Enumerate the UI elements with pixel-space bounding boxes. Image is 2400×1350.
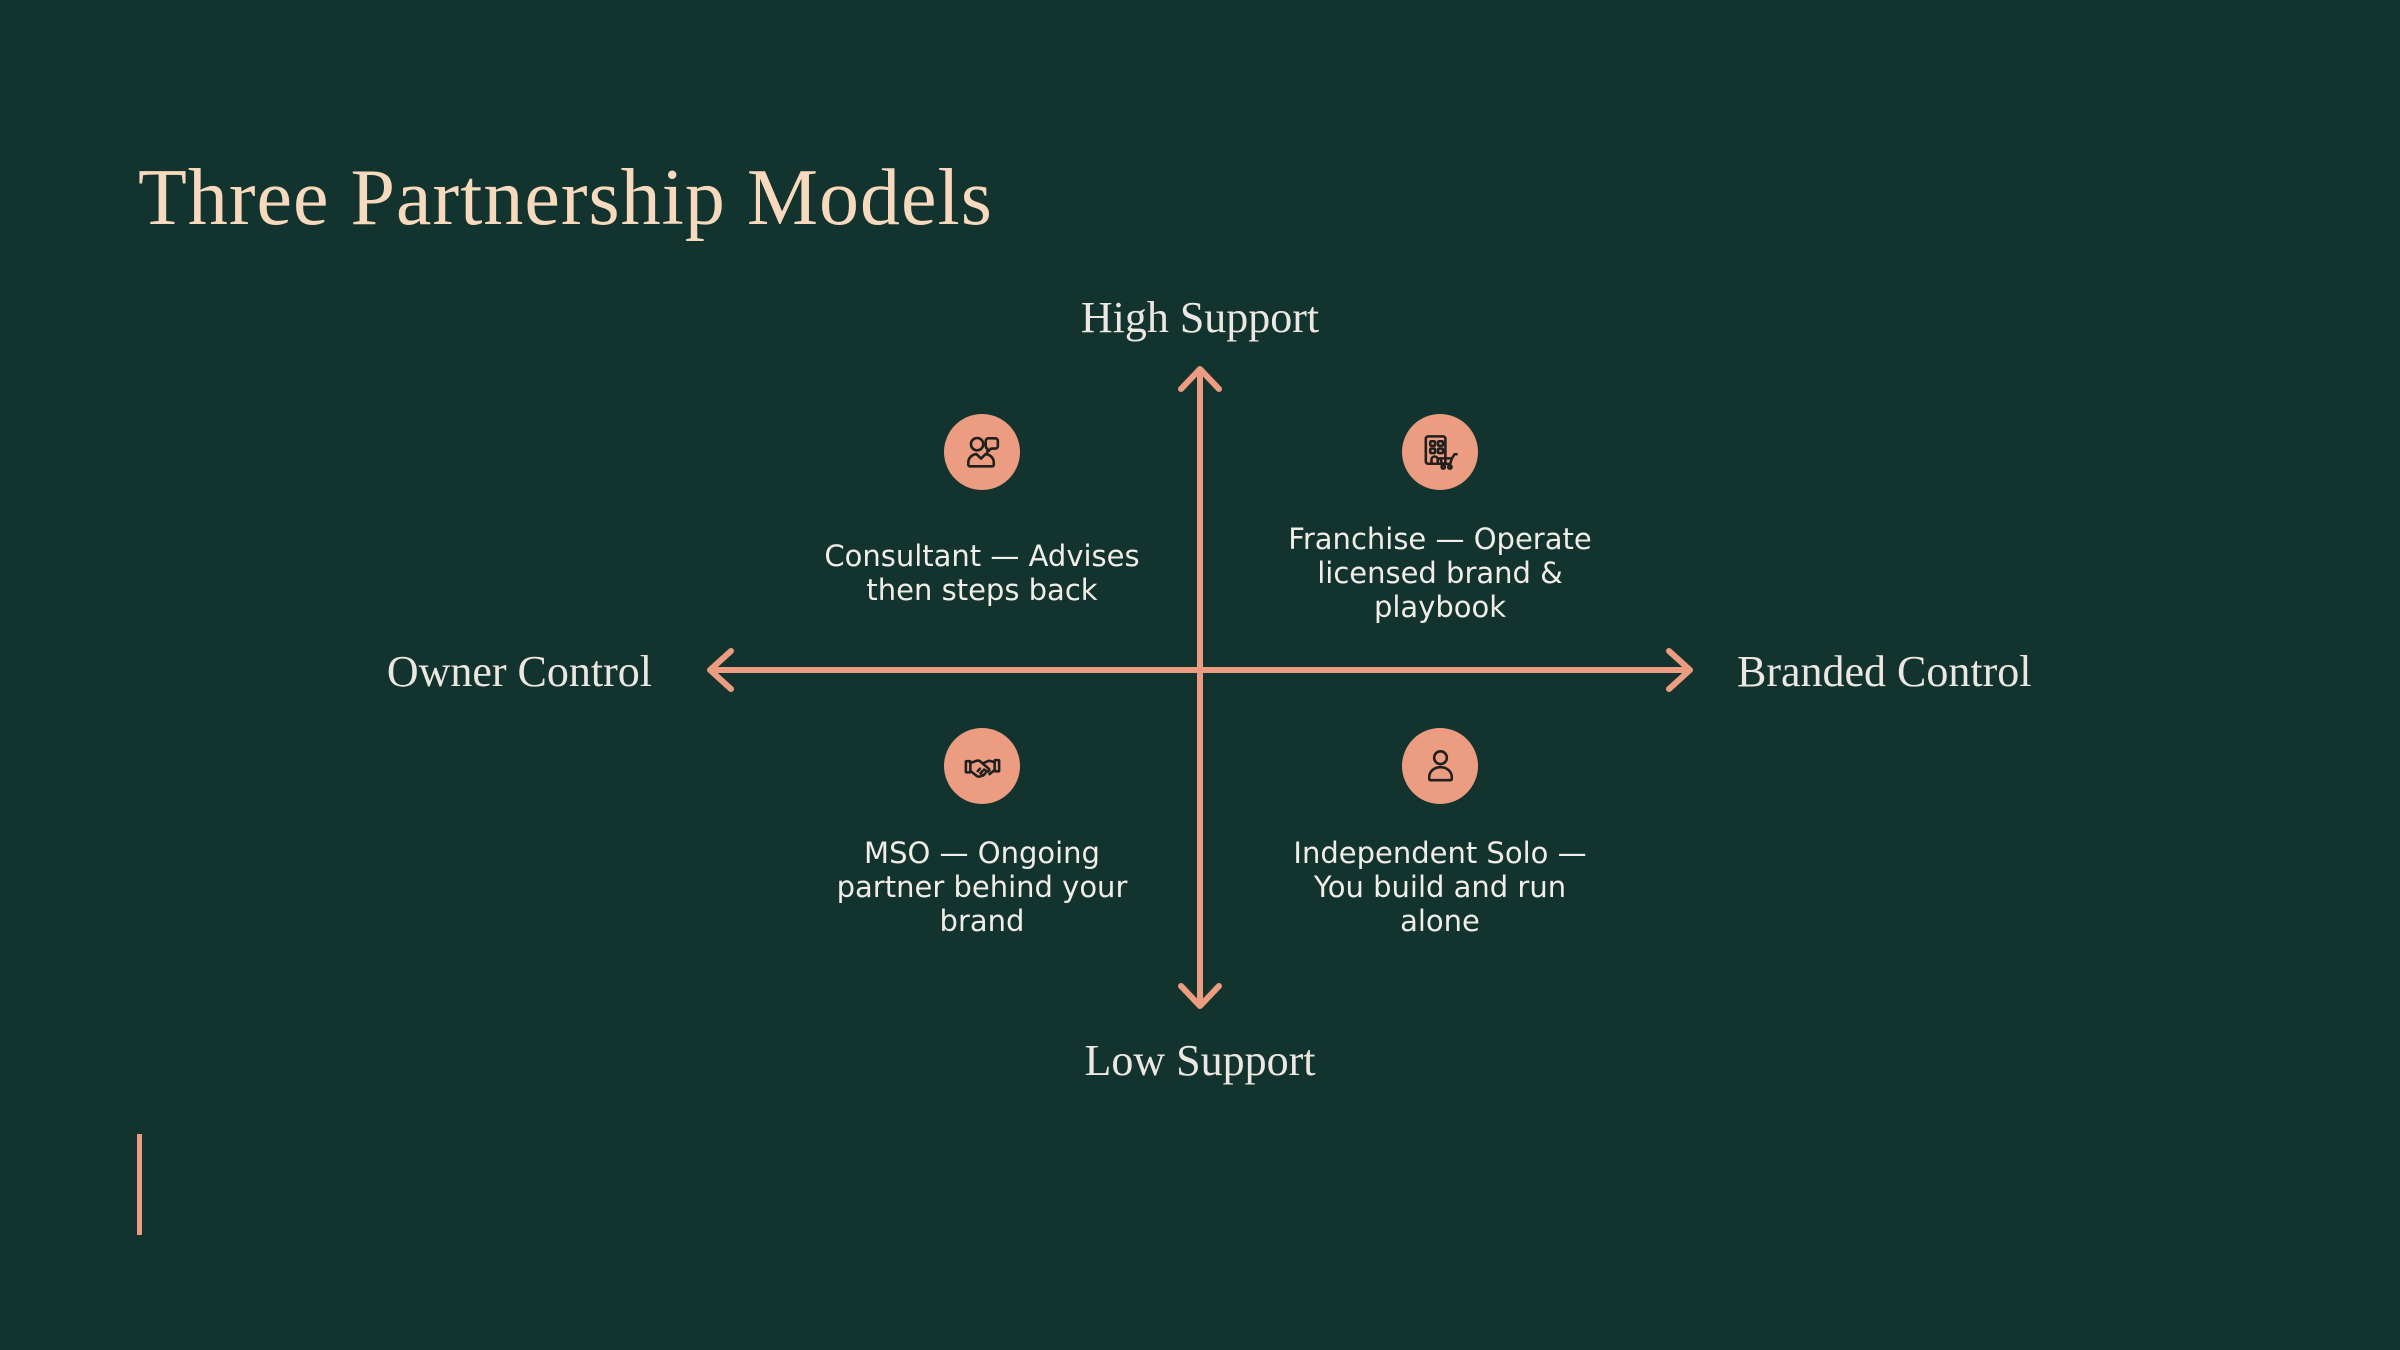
quadrant-label-line: brand xyxy=(939,904,1025,938)
axis-label-high-support: High Support xyxy=(1080,293,1320,342)
quadrant-label-solo: Independent Solo — You build and run alo… xyxy=(1293,836,1586,938)
arrow-left-icon xyxy=(707,648,734,692)
quadrant-item-franchise: Franchise — Operate licensed brand & pla… xyxy=(1260,414,1620,624)
arrow-down-icon xyxy=(1178,983,1222,1009)
quadrant-label-line: You build and run xyxy=(1313,870,1567,904)
quadrant-label-line: playbook xyxy=(1373,590,1507,624)
quadrant-label-line: MSO — Ongoing xyxy=(864,836,1100,870)
page-title: Three Partnership Models xyxy=(138,153,993,242)
quadrant-label-line: alone xyxy=(1400,904,1480,938)
axis-label-branded-control: Branded Control xyxy=(1737,647,2032,696)
person-speech-bubble-icon xyxy=(944,414,1020,490)
quadrant-label-line: Independent Solo — xyxy=(1293,836,1587,870)
quadrant-label-line: licensed brand & xyxy=(1317,556,1563,590)
quadrant-item-mso: MSO — Ongoing partner behind your brand xyxy=(802,728,1162,938)
accent-line xyxy=(137,1134,142,1235)
quadrant-label-consultant: Consultant — Advises then steps back xyxy=(824,522,1139,624)
arrow-right-icon xyxy=(1666,648,1693,692)
quadrant-label-franchise: Franchise — Operate licensed brand & pla… xyxy=(1288,522,1591,624)
quadrant-label-line: Franchise — Operate xyxy=(1288,522,1592,556)
person-icon xyxy=(1402,728,1478,804)
quadrant-label-line: then steps back xyxy=(866,573,1098,607)
storefront-cart-icon xyxy=(1402,414,1478,490)
quadrant-label-line: Consultant — Advises xyxy=(824,539,1140,573)
quadrant-label-line: partner behind your xyxy=(836,870,1128,904)
quadrant-label-mso: MSO — Ongoing partner behind your brand xyxy=(837,836,1128,938)
axis-label-low-support: Low Support xyxy=(1084,1036,1316,1085)
arrow-up-icon xyxy=(1178,366,1222,392)
handshake-icon xyxy=(944,728,1020,804)
axis-label-owner-control: Owner Control xyxy=(386,647,652,696)
quadrant-item-solo: Independent Solo — You build and run alo… xyxy=(1260,728,1620,938)
quadrant-item-consultant: Consultant — Advises then steps back xyxy=(802,414,1162,624)
